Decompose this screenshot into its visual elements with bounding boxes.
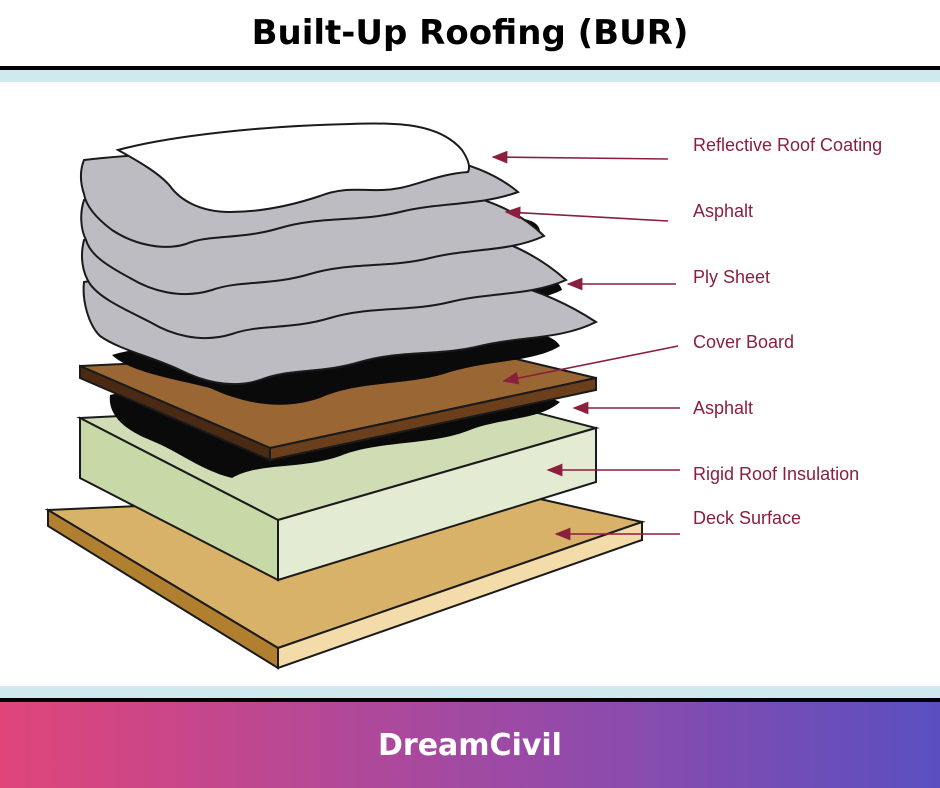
arrow-reflective-roof-coating xyxy=(491,150,669,164)
reflective-coating-layer xyxy=(115,122,471,214)
label-asphalt-bottom: Asphalt xyxy=(693,398,753,418)
arrow-asphalt-top xyxy=(504,206,669,222)
brand-name: DreamCivil xyxy=(378,727,562,763)
bottom-divider xyxy=(0,698,940,702)
label-ply-sheet: Ply Sheet xyxy=(693,267,770,287)
label-asphalt-top: Asphalt xyxy=(693,201,753,221)
bottom-band xyxy=(0,686,940,698)
arrow-cover-board xyxy=(502,345,679,385)
top-band xyxy=(0,70,940,82)
label-deck-surface: Deck Surface xyxy=(693,508,801,528)
label-rigid-roof-insulation: Rigid Roof Insulation xyxy=(693,464,859,484)
bur-layer-diagram: Reflective Roof Coating Asphalt Ply Shee… xyxy=(44,122,882,670)
label-cover-board: Cover Board xyxy=(693,332,794,352)
page-title: Built-Up Roofing (BUR) xyxy=(251,13,689,53)
label-reflective-roof-coating: Reflective Roof Coating xyxy=(693,135,882,155)
top-divider xyxy=(0,66,940,70)
footer-banner: DreamCivil xyxy=(0,702,940,788)
